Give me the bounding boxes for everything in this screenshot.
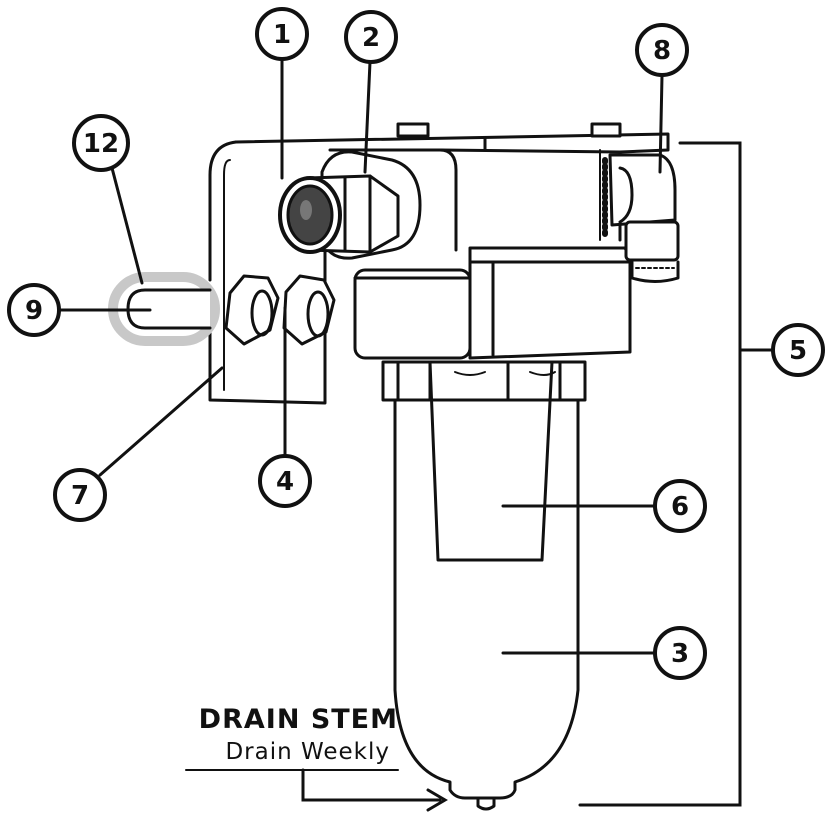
callout-7-number: 7: [71, 481, 89, 511]
bracket-bolts: [224, 274, 336, 346]
leader-2: [363, 60, 372, 174]
assembly-bracket: [578, 141, 742, 807]
callout-3: 3: [653, 626, 707, 680]
callout-1-number: 1: [273, 20, 291, 50]
leader-lines: [56, 56, 774, 812]
callout-12: 12: [72, 114, 130, 172]
callout-2: 2: [344, 10, 398, 64]
callout-8-number: 8: [653, 36, 671, 66]
callout-4: 4: [258, 454, 312, 508]
top-plate: [234, 122, 670, 154]
drain-arrow-line: [301, 768, 442, 802]
callout-2-number: 2: [362, 23, 380, 53]
drain-stem-title: DRAIN STEM: [199, 704, 398, 735]
callout-12-number: 12: [83, 129, 119, 159]
callout-7: 7: [53, 468, 107, 522]
callout-4-number: 4: [276, 467, 294, 497]
callout-9-number: 9: [25, 296, 43, 326]
filter-bowl: [381, 360, 587, 811]
callout-5: 5: [771, 323, 825, 377]
leader-7: [98, 366, 224, 477]
drain-stem-subtitle: Drain Weekly: [225, 739, 390, 765]
leader-8: [658, 74, 664, 174]
drain-arrow-head: [426, 788, 448, 812]
port-fitting: [278, 150, 422, 260]
callout-9: 9: [7, 283, 61, 337]
callout-6-number: 6: [671, 492, 689, 522]
regulator-body: [328, 148, 632, 360]
callout-3-number: 3: [671, 639, 689, 669]
callout-8: 8: [635, 23, 689, 77]
callout-5-number: 5: [789, 336, 807, 366]
callout-1: 1: [255, 7, 309, 61]
callout-6: 6: [653, 479, 707, 533]
leader-12: [110, 166, 144, 285]
drain-stem-note: DRAIN STEM Drain Weekly: [199, 704, 398, 765]
